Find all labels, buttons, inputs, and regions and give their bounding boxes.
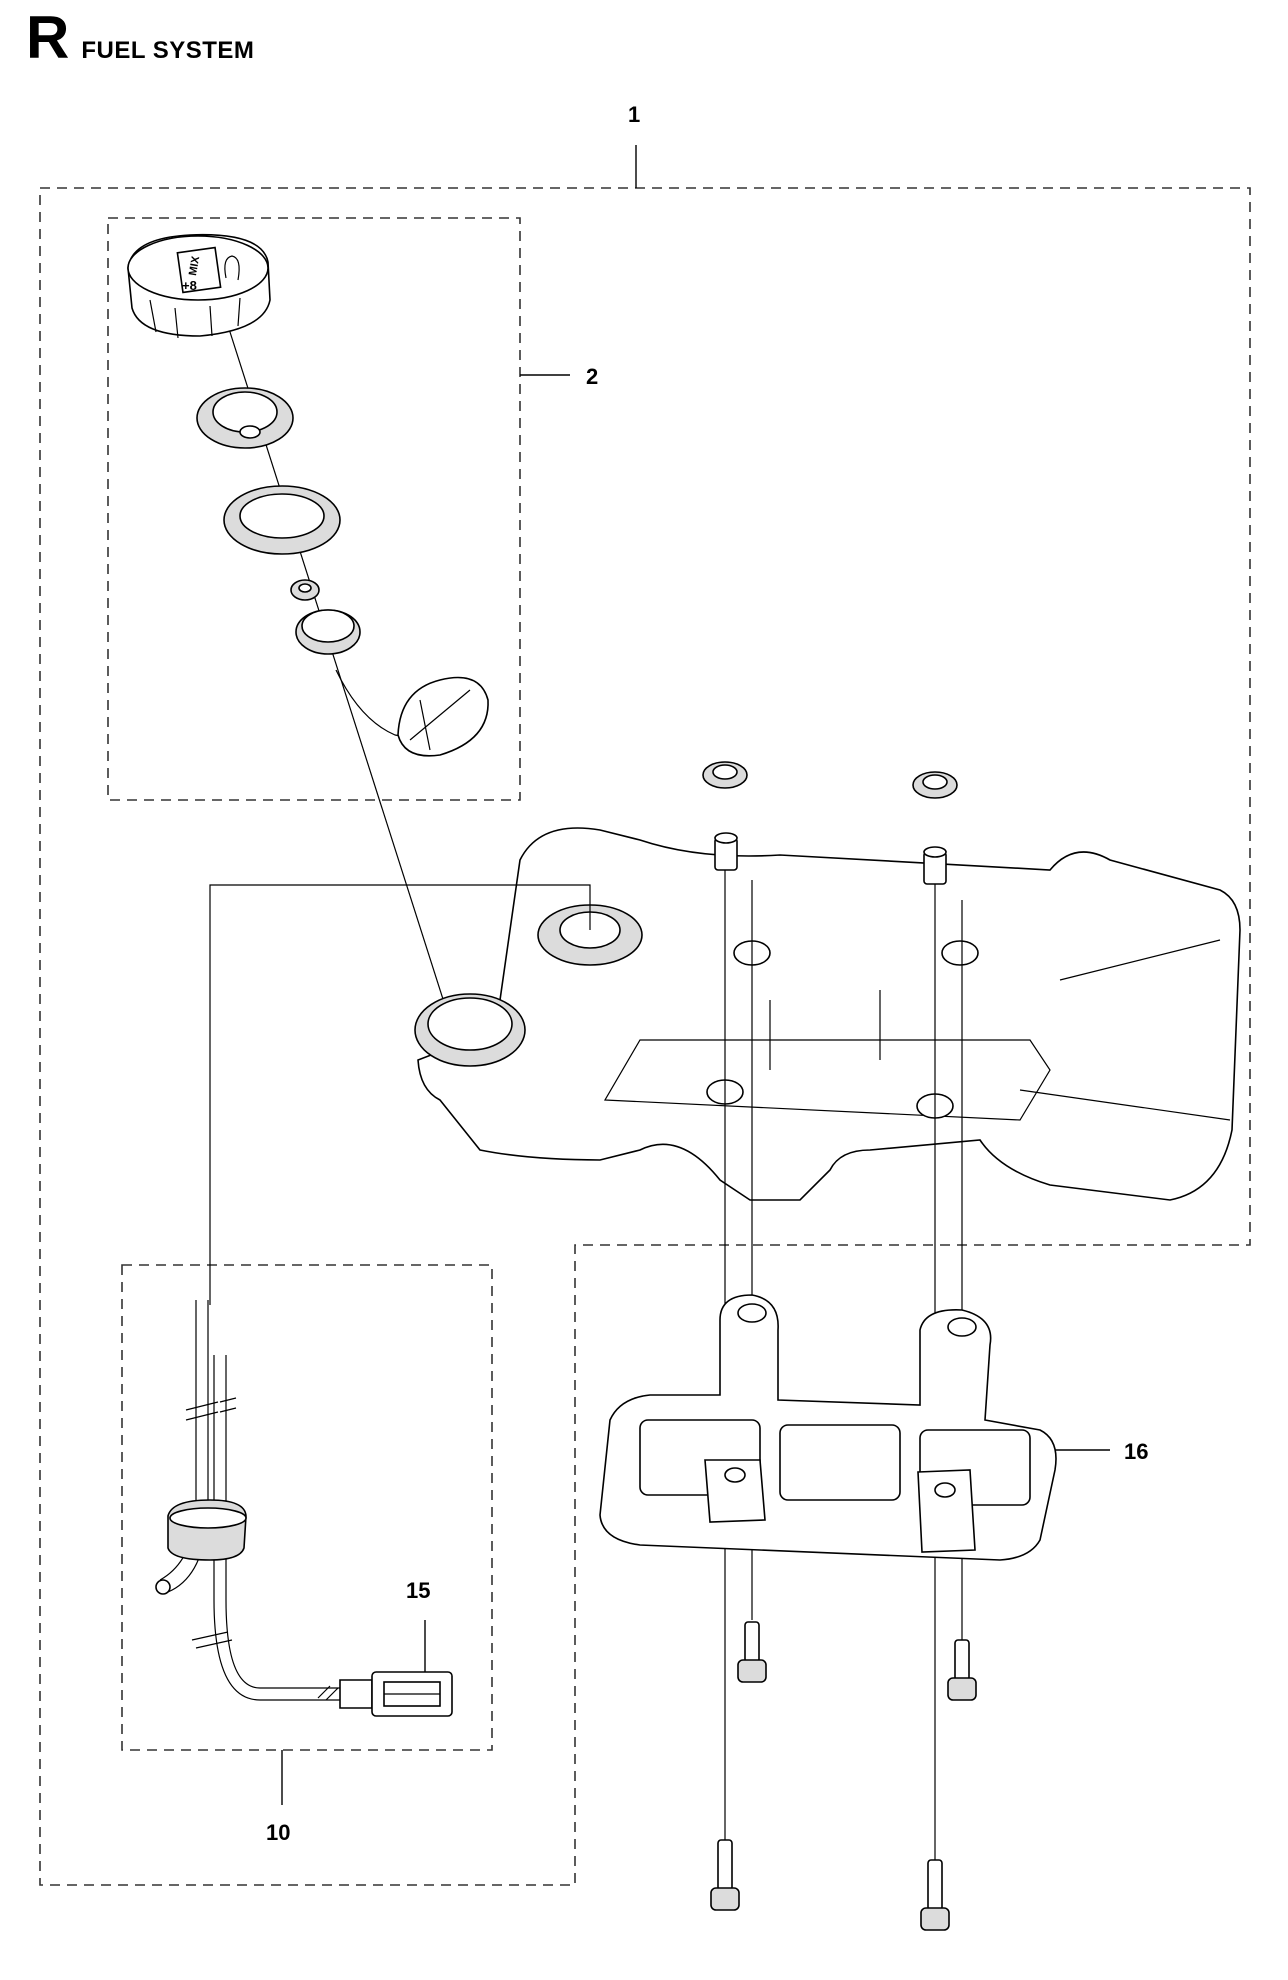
top-washer-left	[702, 761, 748, 789]
cap-label-mix: MIX	[187, 255, 202, 277]
cap-retainer	[295, 609, 361, 655]
fuel-filter	[339, 1671, 453, 1717]
cap-insert	[196, 387, 294, 449]
tank-bracket	[599, 1294, 1057, 1561]
assembly-1-boundary	[39, 187, 1251, 1886]
callout-2: 2	[586, 364, 598, 389]
kit-2-boundary	[107, 217, 521, 801]
sleeve-left	[714, 832, 738, 871]
fuel-hoses	[155, 1300, 340, 1701]
top-washer-right	[912, 771, 958, 799]
kit-10-boundary	[121, 1264, 493, 1751]
callout-16: 16	[1124, 1439, 1148, 1464]
screw-short-right	[947, 1639, 977, 1701]
fuel-tank	[414, 827, 1241, 1201]
explode-line-fuel-hose	[209, 884, 591, 1305]
callout-15: 15	[406, 1578, 430, 1603]
sleeve-right	[923, 846, 947, 885]
cap-label-ratio: +8	[182, 278, 197, 293]
section-letter: R	[26, 4, 70, 71]
callout-1: 1	[628, 102, 640, 127]
page-header: R FUEL SYSTEM	[26, 8, 254, 68]
vent-valve	[290, 579, 320, 601]
hose-grommet	[167, 1499, 247, 1561]
fuel-cap: MIX +8	[127, 233, 271, 339]
screw-long-right	[920, 1859, 950, 1931]
callout-10: 10	[266, 1820, 290, 1845]
cap-gasket	[223, 485, 341, 555]
cap-strap	[335, 669, 489, 757]
screw-short-left	[737, 1621, 767, 1683]
section-title: FUEL SYSTEM	[81, 37, 255, 64]
screw-long-left	[710, 1839, 740, 1911]
